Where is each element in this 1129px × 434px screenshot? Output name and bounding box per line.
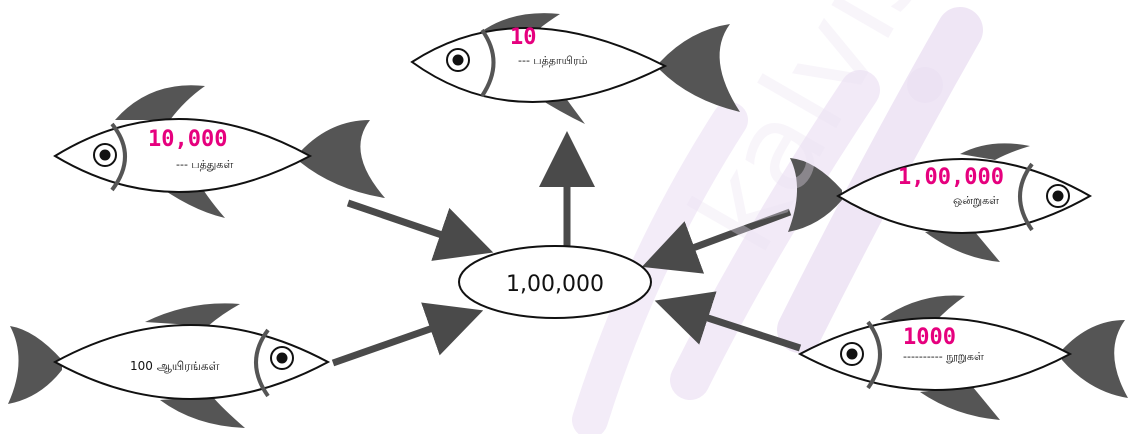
fish-bottom-left-fin-lower (160, 396, 245, 428)
fish-bottom-left-tail (8, 326, 62, 404)
fish-bottom-left: 100 ஆயிரங்கள் (8, 303, 328, 428)
fish-left-tail (300, 120, 385, 198)
fish-right-label: ஒன்றுகள் (953, 194, 999, 207)
center-node: 1,00,000 (459, 246, 651, 318)
fish-bottom-left-label: 100 ஆயிரங்கள் (130, 359, 220, 373)
fish-right-value: 1,00,000 (898, 165, 1004, 190)
fish-top-label: --- பத்தாயிரம் (518, 54, 588, 67)
fish-bottom-left-fin-upper (145, 303, 240, 326)
fish-top-value: 10 (510, 25, 537, 50)
fish-bottom-right: 1000 ---------- நூறுகள் (800, 296, 1128, 421)
fish-top: 10 --- பத்தாயிரம் (412, 13, 740, 124)
fish-left-label: --- பத்துகள் (176, 158, 233, 171)
arrow-from-bottom-left (333, 315, 470, 363)
fish-bottom-right-label: ---------- நூறுகள் (903, 350, 984, 363)
fish-left-fin-upper (115, 85, 205, 120)
arrow-from-left (348, 203, 480, 248)
fish-right-fin-upper (960, 143, 1030, 160)
center-value: 1,00,000 (506, 272, 604, 297)
fish-bottom-right-tail (1062, 320, 1128, 398)
fish-bottom-right-value: 1000 (903, 325, 956, 350)
fish-bottom-right-fin-lower (920, 386, 1000, 420)
fish-left: 10,000 --- பத்துகள் (55, 85, 385, 218)
fish-left-value: 10,000 (148, 127, 227, 152)
